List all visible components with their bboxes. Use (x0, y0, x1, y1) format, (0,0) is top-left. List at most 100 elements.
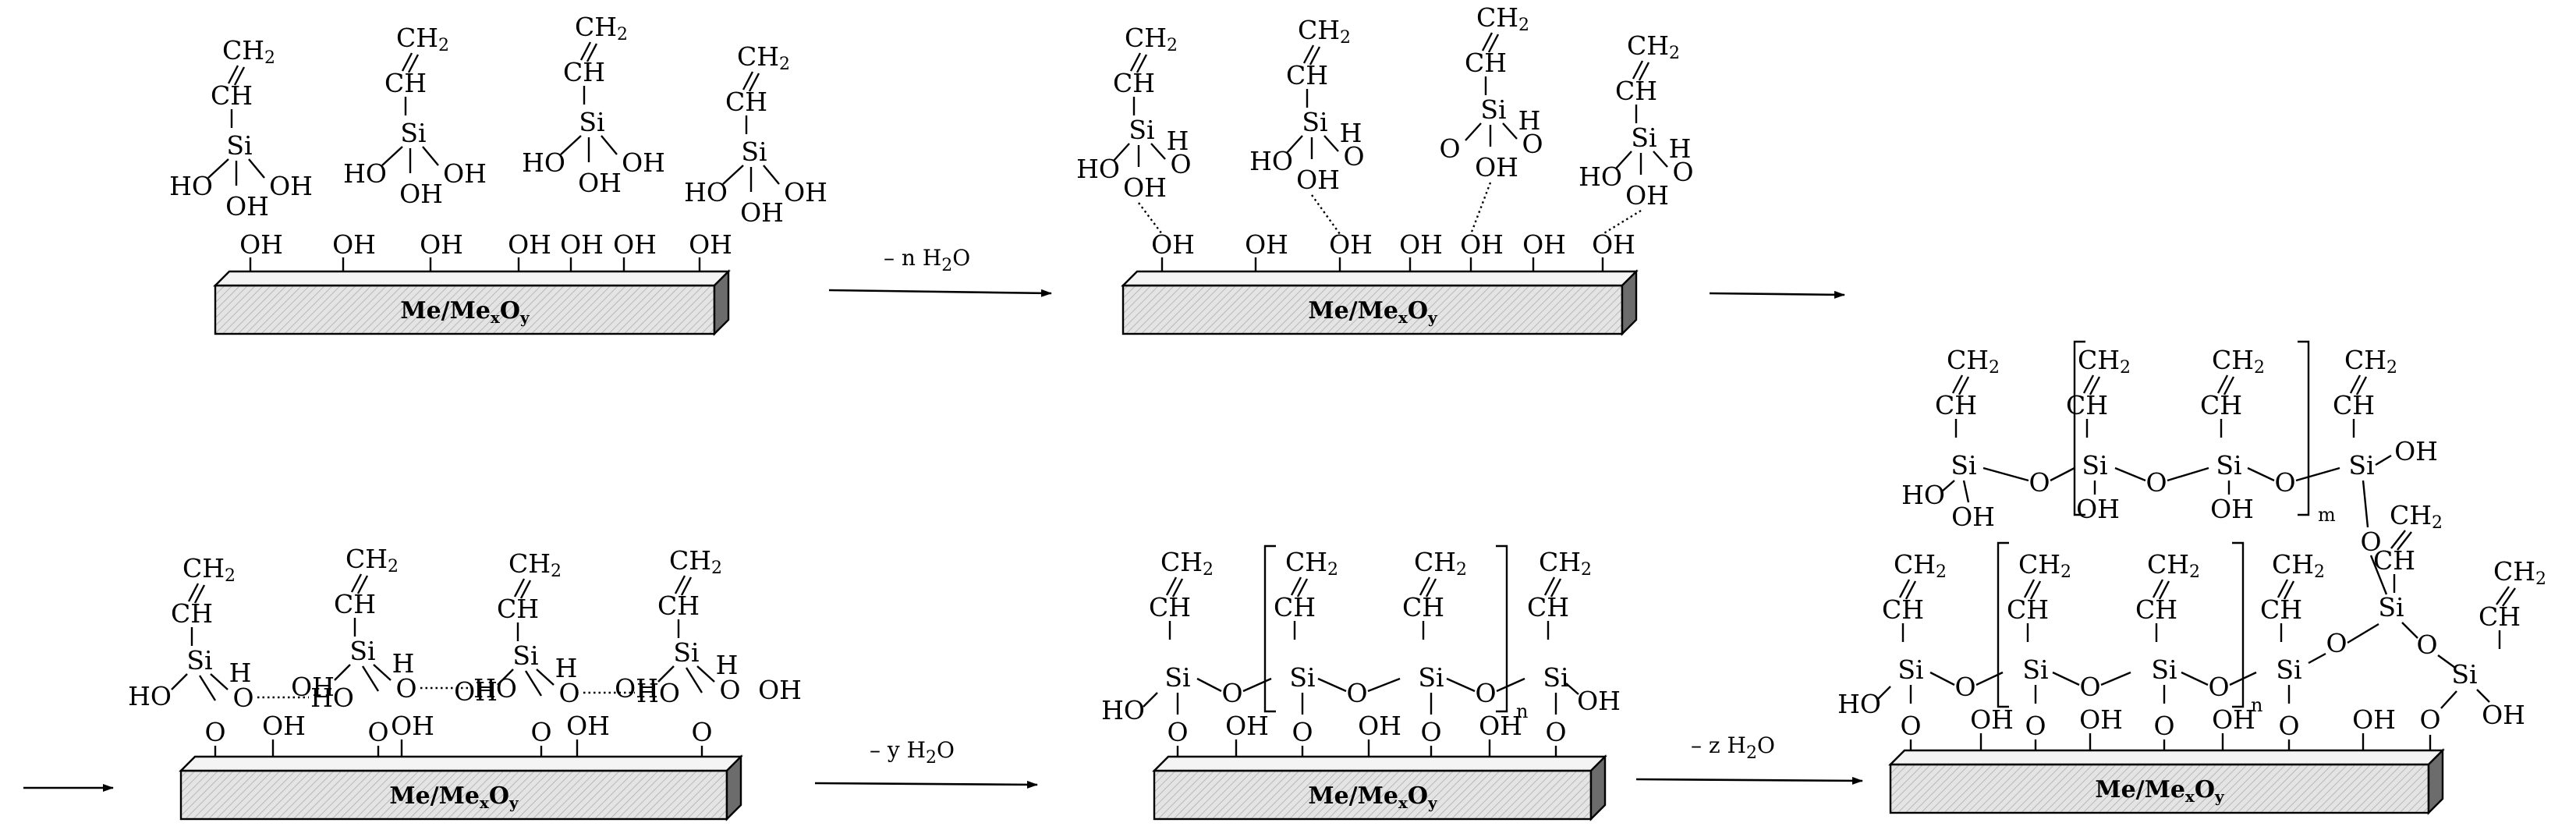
ch2-label: CH2 (1947, 345, 2000, 378)
double-bond (2355, 376, 2368, 395)
surface-hydroxyl: OH (689, 229, 732, 260)
silicon-atom: Si (226, 130, 252, 161)
ch-label: CH (2479, 601, 2521, 632)
double-bond (1958, 376, 1970, 395)
silicon-atom: Si (741, 137, 767, 167)
double-bond (1543, 576, 1556, 596)
substrate-label: Me/MexOy (389, 782, 519, 812)
hydroxyl: OH (622, 147, 665, 178)
arrow-continue (1709, 290, 1845, 299)
double-bond (2223, 376, 2235, 395)
ch-label: CH (1882, 594, 1924, 625)
hydroxyl: OH (2482, 700, 2525, 730)
repeat-bracket (2232, 541, 2245, 708)
bridging-oxygen: O (2416, 630, 2437, 660)
substrate-label: Me/MexOy (2095, 776, 2225, 806)
ch2-label: CH2 (1414, 547, 1467, 580)
condition-step2: – y H2O (870, 737, 955, 768)
ch2-label: CH2 (182, 553, 236, 586)
surface-hydroxyl: OH (2079, 704, 2123, 735)
double-bond (2089, 376, 2101, 395)
hydroxyl: HO (128, 681, 172, 711)
bond (1286, 135, 1303, 154)
double-bond (2029, 580, 2042, 600)
bond (2375, 454, 2392, 466)
hydroxyl: OH (740, 197, 784, 228)
ch2-label: CH2 (345, 544, 399, 576)
double-bond (187, 583, 200, 602)
hydroxyl: HO (684, 177, 728, 207)
silicon-atom: Si (186, 645, 212, 676)
ch-label: CH (384, 68, 427, 98)
substrate-front (1889, 763, 2430, 814)
double-bond (2023, 579, 2036, 598)
bond (1143, 692, 1158, 708)
surface-oxygen: O (2278, 711, 2299, 741)
surface-hydroxyl: OH (262, 711, 306, 741)
hydroxyl: HO (1101, 695, 1145, 725)
hydroxyl: HO (1076, 154, 1120, 184)
bond (2295, 466, 2340, 482)
double-bond (407, 54, 420, 73)
ch-label: CH (2333, 390, 2375, 420)
surface-hydroxyl: OH (2212, 704, 2255, 735)
surface-hydroxyl: OH (1245, 229, 1288, 260)
ch2-label: CH2 (1539, 547, 1592, 580)
hydroxyl: HO (343, 158, 387, 189)
ch2-label: CH2 (396, 23, 449, 55)
silicon-atom: Si (2276, 654, 2301, 685)
ch2-label: CH2 (1298, 15, 1351, 48)
silicon-atom: Si (2216, 450, 2241, 481)
bond (536, 669, 555, 686)
double-bond (674, 575, 686, 594)
double-bond (1136, 54, 1148, 73)
silicon-atom: Si (2378, 592, 2404, 622)
substrate-panel-2: Me/MexOy (1121, 269, 1639, 336)
repeat-bracket (1263, 544, 1276, 713)
ch2-label: CH2 (1476, 2, 1529, 35)
oxygen-hbond: O (232, 683, 253, 713)
ch-label: CH (657, 591, 700, 621)
double-bond (227, 65, 239, 84)
hydrogen-bond (1311, 194, 1341, 235)
silicon-atom: Si (1631, 122, 1657, 153)
double-bond (1487, 34, 1500, 53)
bond (2401, 622, 2418, 639)
surface-oxygen: O (1900, 711, 1921, 741)
surface-hydroxyl: OH (391, 711, 434, 741)
bond (1113, 143, 1130, 161)
hydroxyl: OH (758, 675, 802, 705)
surface-hydroxyl: OH (1522, 229, 1566, 260)
hydrogen: H (392, 648, 415, 679)
hydrogen: H (229, 658, 252, 688)
reaction-arrows (23, 289, 1863, 792)
bond (1242, 677, 1272, 693)
bond (248, 158, 265, 179)
repeat-m: m (2318, 504, 2336, 526)
double-bond (350, 573, 363, 593)
hydrogen: H (555, 653, 578, 683)
double-bond (2496, 586, 2510, 605)
repeat-bracket (1997, 541, 2009, 708)
double-bond (401, 52, 413, 72)
bridging-oxygen: O (1346, 678, 1367, 708)
silicon-atom: Si (1289, 662, 1315, 693)
substrate-top (1152, 755, 1607, 772)
bond (1465, 122, 1482, 141)
oxygen-hbond: O (558, 678, 579, 708)
double-bond (356, 575, 369, 594)
bond (497, 669, 514, 686)
